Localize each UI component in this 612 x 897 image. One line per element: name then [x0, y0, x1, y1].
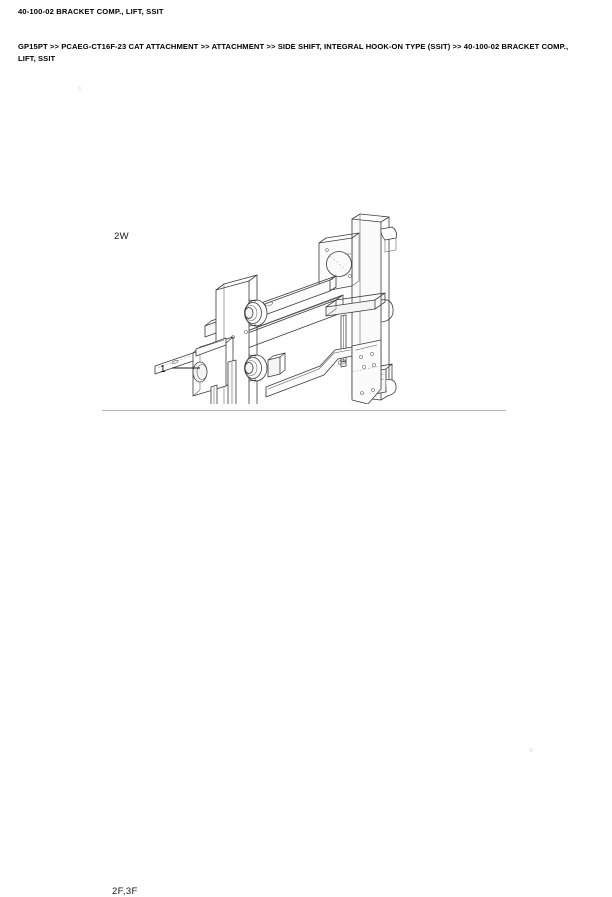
scan-artifact-bottom	[529, 748, 533, 752]
section-divider	[102, 410, 506, 411]
figure-2f3f: 2F,3F	[0, 432, 612, 897]
scan-artifact	[78, 86, 81, 91]
exploded-view-drawing-2w: 1	[154, 213, 397, 404]
roller-boss-upper	[244, 299, 268, 327]
roller-boss-middle	[244, 354, 268, 382]
callout-number-1: 1	[160, 364, 166, 375]
part-1-hook-bushing	[154, 336, 234, 397]
breadcrumb: GP15PT >> PCAEG-CT16F-23 CAT ATTACHMENT …	[18, 42, 569, 63]
exploded-view-drawing-2f3f: 1	[0, 432, 612, 732]
page-title: 40-100-02 BRACKET COMP., LIFT, SSIT	[18, 7, 164, 16]
catalog-page: 40-100-02 BRACKET COMP., LIFT, SSIT GP15…	[0, 7, 612, 897]
variant-label-2w: 2W	[114, 231, 130, 242]
variant-label-2f3f: 2F,3F	[112, 886, 138, 897]
figure-2w: 2W	[0, 104, 612, 404]
callout-1-2w: 1	[160, 364, 200, 375]
